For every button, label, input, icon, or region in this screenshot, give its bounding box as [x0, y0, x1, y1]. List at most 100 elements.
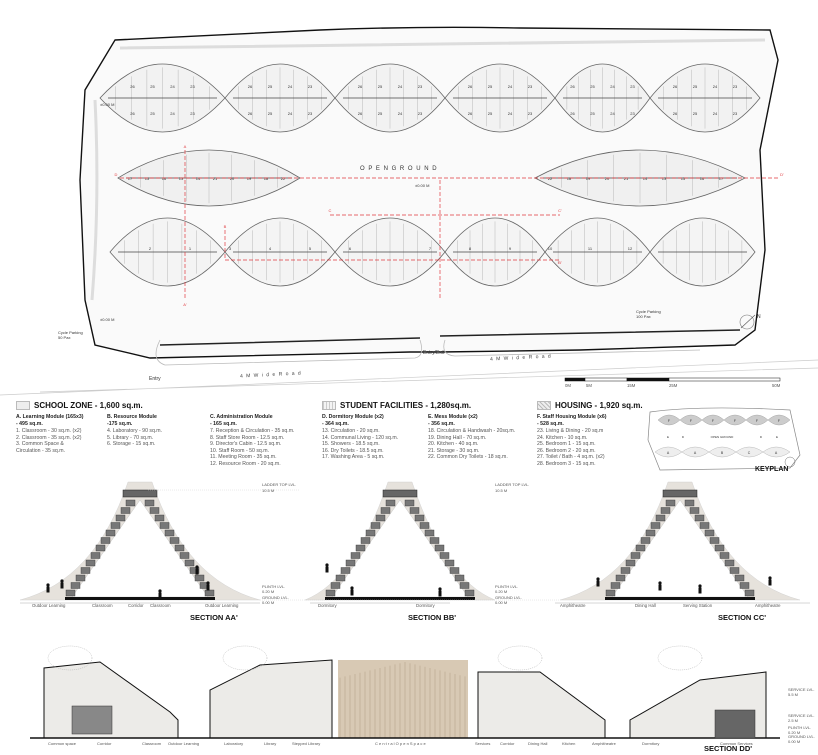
keyplan-label: E — [776, 435, 778, 439]
scale-tick: 5M — [586, 383, 592, 388]
room-number: 9 — [509, 246, 512, 251]
stair-block — [70, 582, 81, 589]
scale-tick: 50M — [772, 383, 781, 388]
housing-zone-title: HOUSING - 1,920 sq.m. — [555, 401, 643, 410]
room-number: 26 — [570, 111, 575, 116]
module-room-item: 6. Storage - 15 sq.m. — [107, 441, 156, 448]
module-room-item: 12. Resource Room - 20 sq.m. — [210, 461, 281, 467]
module-room-item: 24. Kitchen - 10 sq.m. — [537, 434, 588, 441]
room-number: 23 — [190, 111, 195, 116]
stair-block — [439, 552, 450, 559]
stair-block — [684, 499, 695, 507]
tree-canopy — [657, 645, 703, 671]
ladder-top-block — [382, 489, 418, 498]
room-number: 23 — [418, 84, 423, 89]
stair-block — [665, 499, 676, 507]
room-number: 25 — [488, 84, 493, 89]
entry-label: Entry — [149, 376, 161, 382]
room-number: 26 — [130, 84, 135, 89]
person-figure — [698, 584, 702, 588]
space-label: Laboratory — [224, 741, 244, 746]
section-dd-mass-library — [209, 659, 333, 739]
module-room-item: Circulation - 35 sq.m. — [16, 447, 66, 454]
module-name: D. Dormitory Module (x2) — [322, 414, 384, 420]
room-number: 15 — [681, 176, 686, 181]
section-dd-room-fill — [714, 709, 756, 739]
module-room-item: 14. Communal Living - 120 sq.m. — [322, 434, 399, 441]
school-swatch — [16, 401, 30, 411]
section-mark: D — [115, 172, 118, 177]
module-room-item: 20. Kitchen - 40 sq.m. — [428, 441, 479, 448]
stair-block — [605, 589, 616, 597]
level-label: SERVICE LVL. — [788, 687, 815, 692]
stair-block — [739, 582, 750, 589]
north-label: N — [757, 314, 761, 320]
stair-block — [424, 529, 435, 537]
room-number: 12 — [628, 246, 633, 251]
keyplan-label: F — [668, 419, 670, 423]
room-number: 17 — [128, 176, 133, 181]
space-label: Dormitory — [642, 741, 660, 746]
person-figure — [658, 584, 662, 591]
keyplan-label: E — [667, 435, 669, 439]
section-bb-interior — [331, 499, 469, 598]
stair-block — [454, 574, 465, 582]
module-room-item: 2. Classroom - 35 sq.m. (x2) — [16, 434, 82, 441]
level-label: 0.00 M — [262, 600, 275, 605]
stair-block — [189, 567, 200, 574]
module-room-item: 19. Dining Hall - 70 sq.m. — [428, 434, 487, 441]
module-name: C. Administration Module — [210, 414, 273, 420]
section-cc-title: SECTION CC' — [718, 613, 767, 622]
stair-block — [434, 544, 445, 552]
person-figure — [350, 589, 354, 596]
room-number: 23 — [630, 111, 635, 116]
space-label: Dormitory — [318, 603, 337, 608]
level-marker: ±0.00 M — [415, 183, 430, 188]
person-figure — [206, 581, 210, 585]
person-figure — [658, 581, 662, 585]
road-edge — [0, 359, 818, 396]
stair-block — [75, 574, 86, 582]
room-number: 1 — [189, 246, 192, 251]
room-number: 23 — [528, 111, 533, 116]
keyplan-label: D — [760, 435, 763, 439]
cycle-parking-right-label: Cycle Parking 100 Pax — [636, 309, 661, 319]
room-number: 24 — [170, 84, 175, 89]
level-label: 2.5 M — [788, 718, 799, 723]
module-room-item: 7. Reception & Circulation - 35 sq.m. — [210, 428, 295, 434]
room-number: 24 — [508, 111, 513, 116]
room-number: 26 — [358, 84, 363, 89]
stair-block — [385, 499, 396, 507]
stair-block — [194, 574, 205, 582]
stair-block — [714, 544, 725, 552]
section-bb-title: SECTION BB' — [408, 613, 457, 622]
ladder-top-block — [662, 489, 698, 498]
room-number: 16 — [700, 176, 705, 181]
keyplan-label: B — [721, 451, 724, 455]
space-label: Corridor — [500, 741, 515, 746]
space-label: Kitchen — [562, 741, 576, 746]
person-figure — [195, 568, 199, 575]
module-name: E. Mess Module (x2) — [428, 414, 478, 420]
room-number: 26 — [468, 84, 473, 89]
stair-block — [330, 582, 341, 589]
stair-block — [159, 522, 170, 529]
level-label: 0.00 M — [495, 600, 508, 605]
room-number: 26 — [358, 111, 363, 116]
stair-block — [414, 514, 425, 522]
room-number: 3 — [229, 246, 232, 251]
person-figure — [158, 592, 162, 599]
room-number: 23 — [528, 84, 533, 89]
space-label: Outdoor Learning — [205, 603, 239, 608]
room-number: 23 — [418, 111, 423, 116]
student-swatch — [322, 401, 336, 411]
room-number: 13 — [662, 176, 667, 181]
keyplan-housing-cell — [767, 414, 791, 426]
space-label: Common space — [48, 741, 77, 746]
stair-block — [610, 582, 621, 589]
school-zone-heading: SCHOOL ZONE - 1,600 sq.m. — [16, 401, 143, 411]
student-zone-heading: STUDENT FACILITIES - 1,280sq.m. — [322, 401, 471, 411]
space-label: Amphitheatre — [755, 603, 781, 608]
section-dd-title: SECTION DD' — [704, 744, 753, 753]
